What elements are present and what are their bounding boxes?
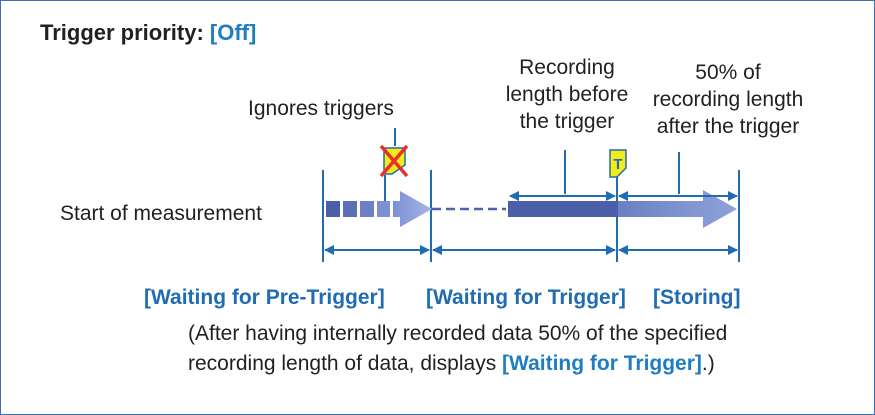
recording-solid-arrow [508,190,737,228]
ignores-triggers-label: Ignores triggers [248,97,394,120]
note-line-2-end: .) [701,352,715,375]
note-line-2-start: recording length of data, displays [188,352,503,375]
boundary-markers [322,170,740,262]
pre-trigger-length-label: Recording length before the trigger [505,56,629,133]
progress-arrows [326,190,737,228]
trigger-icon: T [609,149,627,178]
crossed-out-trigger-icon [379,144,409,178]
phase-waiting-for-pre-trigger: [Waiting for Pre-Trigger] [144,286,385,309]
note-highlight: [Waiting for Trigger] [502,352,702,375]
phase-waiting-for-trigger: [Waiting for Trigger] [426,286,626,309]
note-line-2: recording length of data, displays [Wait… [188,349,727,379]
post-trigger-length-label: 50% of recording length after the trigge… [652,61,804,138]
note-line-1: (After having internally recorded data 5… [188,322,728,345]
explanatory-note: (After having internally recorded data 5… [188,319,727,379]
trigger-icon-letter: T [613,156,622,173]
trigger-priority-value: [Off] [209,20,257,45]
trigger-priority-heading: Trigger priority: [Off] [40,20,256,46]
start-of-measurement-label: Start of measurement [60,202,262,225]
pretrigger-segmented-arrow [326,191,432,227]
phase-storing: [Storing] [653,286,741,309]
trigger-priority-label: Trigger priority: [40,20,204,45]
leader-lines [384,128,680,212]
